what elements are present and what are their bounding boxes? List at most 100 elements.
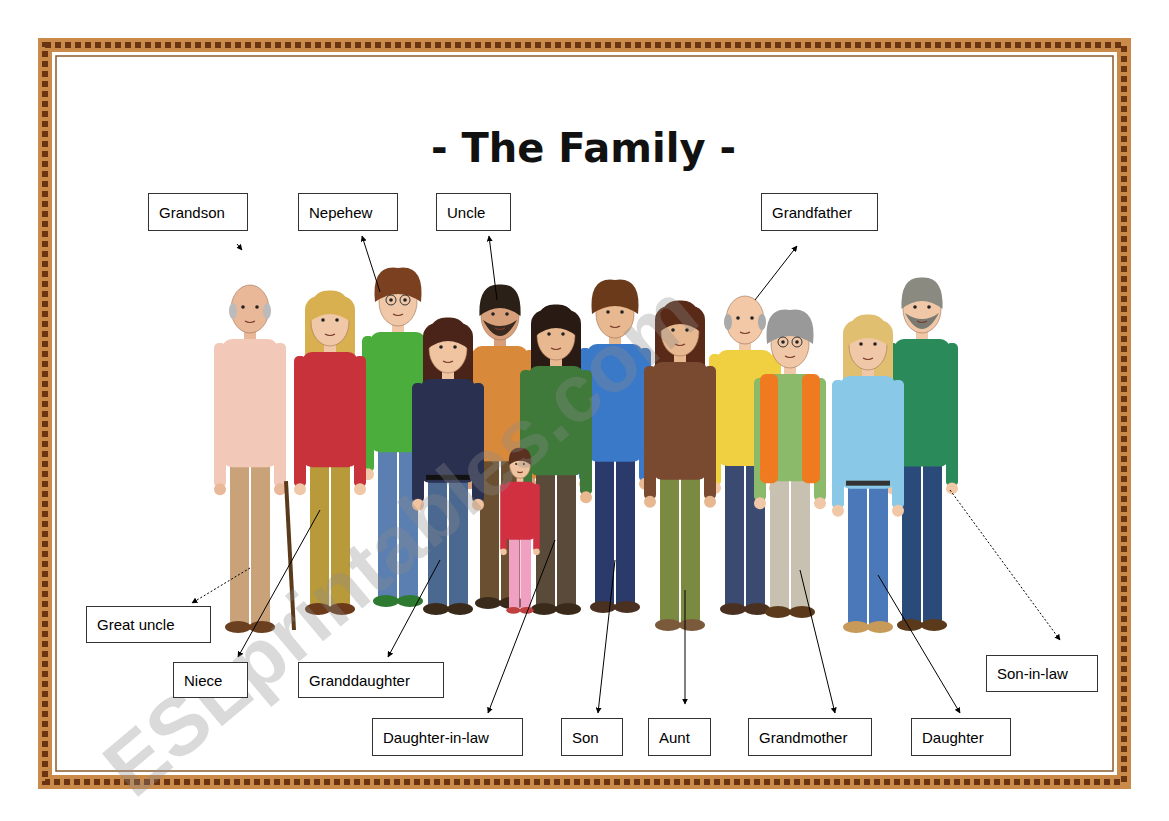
family-member-figure [754, 310, 826, 618]
label-box: Aunt [648, 718, 711, 756]
figure-part [792, 337, 802, 347]
figure-part [423, 603, 449, 615]
figure-part [725, 460, 744, 606]
figure-part [447, 603, 473, 615]
figure-part [286, 481, 294, 630]
figure-part [814, 497, 826, 509]
figure-part [393, 314, 403, 316]
figure-part [251, 461, 270, 624]
figure-part [263, 303, 271, 319]
figure-part [491, 312, 495, 316]
figure-part [517, 471, 523, 473]
family-member-figure [886, 277, 958, 631]
figure-part [535, 304, 576, 336]
figure-part [505, 312, 509, 316]
box-label: Nepehew [309, 204, 372, 221]
leader-line [950, 490, 1060, 640]
label-box: Nepehew [298, 193, 398, 231]
label-box: Daughter-in-law [372, 718, 523, 756]
figure-part [500, 549, 507, 556]
figure-part [587, 344, 643, 462]
box-label: Grandmother [759, 729, 847, 746]
figure-part [610, 326, 620, 328]
figure-part [652, 362, 708, 480]
leader-line [238, 510, 320, 657]
figure-part [479, 284, 520, 316]
figure-part [483, 320, 517, 336]
leader-line [755, 246, 797, 300]
figure-part [679, 619, 705, 631]
figure-part [580, 491, 592, 503]
leader-line [685, 590, 686, 704]
figure-part [778, 337, 788, 347]
leader-line [362, 236, 380, 292]
figure-part [660, 474, 679, 622]
figure-part [551, 348, 561, 350]
figure-part [754, 497, 766, 509]
leader-line [598, 560, 615, 713]
box-label: Son-in-law [997, 665, 1068, 682]
figure-part [905, 313, 939, 329]
figure-part [523, 463, 525, 465]
figure-part [475, 597, 501, 609]
leader-line [488, 540, 555, 713]
frame-pattern [45, 45, 1124, 782]
figure-part [426, 475, 470, 480]
figure-part [427, 317, 468, 349]
figure-part [681, 474, 700, 622]
figure-part [321, 318, 325, 322]
figure-part [509, 536, 519, 608]
frame-ground [52, 52, 1117, 775]
figure-part [403, 298, 407, 302]
figure-part [428, 477, 447, 606]
figure-part [386, 295, 396, 305]
figure-part [921, 619, 947, 631]
leader-line [388, 560, 440, 657]
figure-part [310, 461, 329, 606]
figure-part [509, 448, 532, 465]
figure-part [736, 316, 740, 320]
figure-part [555, 603, 581, 615]
box-label: Grandson [159, 204, 225, 221]
label-box: Son [561, 718, 623, 756]
figure-part [913, 305, 917, 309]
label-box: Son-in-law [986, 655, 1098, 692]
figure-part [354, 483, 366, 495]
box-label: Daughter-in-law [383, 729, 489, 746]
figure-part [557, 469, 576, 606]
figure-part [724, 314, 732, 330]
figure-part [302, 352, 358, 467]
figure-part [620, 310, 624, 314]
figure-part [946, 482, 958, 494]
figure-part [505, 482, 536, 540]
label-box: Granddaughter [298, 662, 444, 698]
figure-part [832, 505, 844, 517]
figure-part [561, 332, 565, 336]
box-label: Son [572, 729, 599, 746]
figure-part [309, 290, 350, 322]
figure-part [294, 483, 306, 495]
figure-part [335, 318, 339, 322]
figure-part [795, 340, 799, 344]
family-member-figure [294, 290, 366, 615]
family-member-figure [644, 300, 716, 631]
family-member-figure [412, 317, 484, 615]
figure-part [902, 460, 921, 622]
figure-part [859, 342, 863, 346]
label-box: Great uncle [86, 606, 211, 643]
box-label: Daughter [922, 729, 984, 746]
figure-part [704, 496, 716, 508]
figure-part [740, 332, 750, 334]
figure-part [927, 305, 931, 309]
figure-part [528, 366, 584, 475]
figure-part [843, 621, 869, 633]
figure-part [781, 340, 785, 344]
family-member-figure [214, 285, 294, 633]
family-member-figure [832, 314, 904, 633]
figure-part [848, 483, 867, 624]
figure-part [869, 483, 888, 624]
figure-part [245, 321, 255, 323]
frame-border [38, 38, 1131, 789]
leader-line [800, 570, 835, 713]
figure-part [840, 376, 896, 489]
